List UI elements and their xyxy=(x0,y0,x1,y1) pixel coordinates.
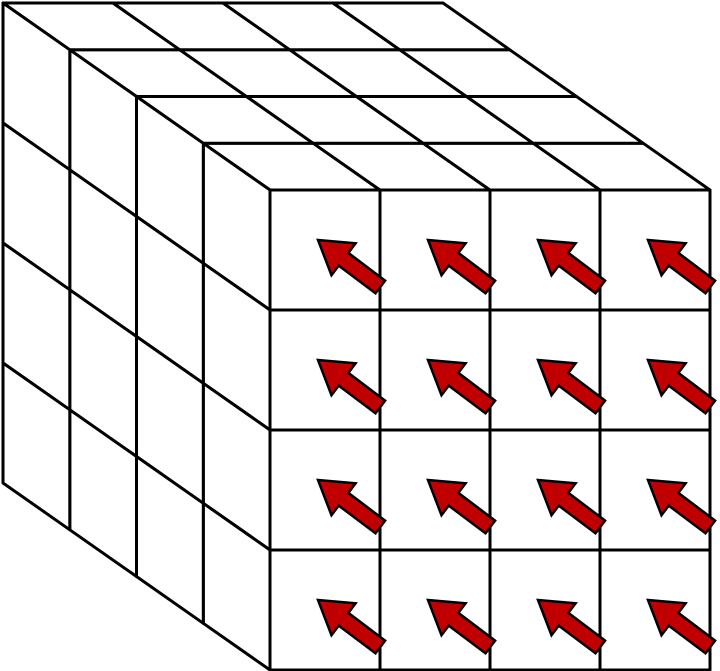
left-cell xyxy=(1,361,72,532)
arrow-up-left-icon xyxy=(426,598,497,656)
top-cell xyxy=(331,1,512,52)
arrow-up-left-icon xyxy=(426,478,497,536)
arrow-up-left-icon xyxy=(646,358,717,416)
left-face xyxy=(1,1,272,671)
arrow-up-left-icon xyxy=(316,358,387,416)
arrow-up-left-icon xyxy=(316,598,387,656)
arrow-up-left-icon xyxy=(426,238,497,296)
arrow-grid xyxy=(316,238,717,656)
arrow-up-left-icon xyxy=(426,358,497,416)
arrow-up-left-icon xyxy=(536,358,607,416)
arrow-up-left-icon xyxy=(316,238,387,296)
arrow-up-left-icon xyxy=(536,598,607,656)
top-face xyxy=(1,1,712,192)
arrow-up-left-icon xyxy=(536,478,607,536)
arrow-up-left-icon xyxy=(646,238,717,296)
arrow-up-left-icon xyxy=(646,478,717,536)
arrow-up-left-icon xyxy=(316,478,387,536)
arrow-up-left-icon xyxy=(536,238,607,296)
arrow-up-left-icon xyxy=(646,598,717,656)
